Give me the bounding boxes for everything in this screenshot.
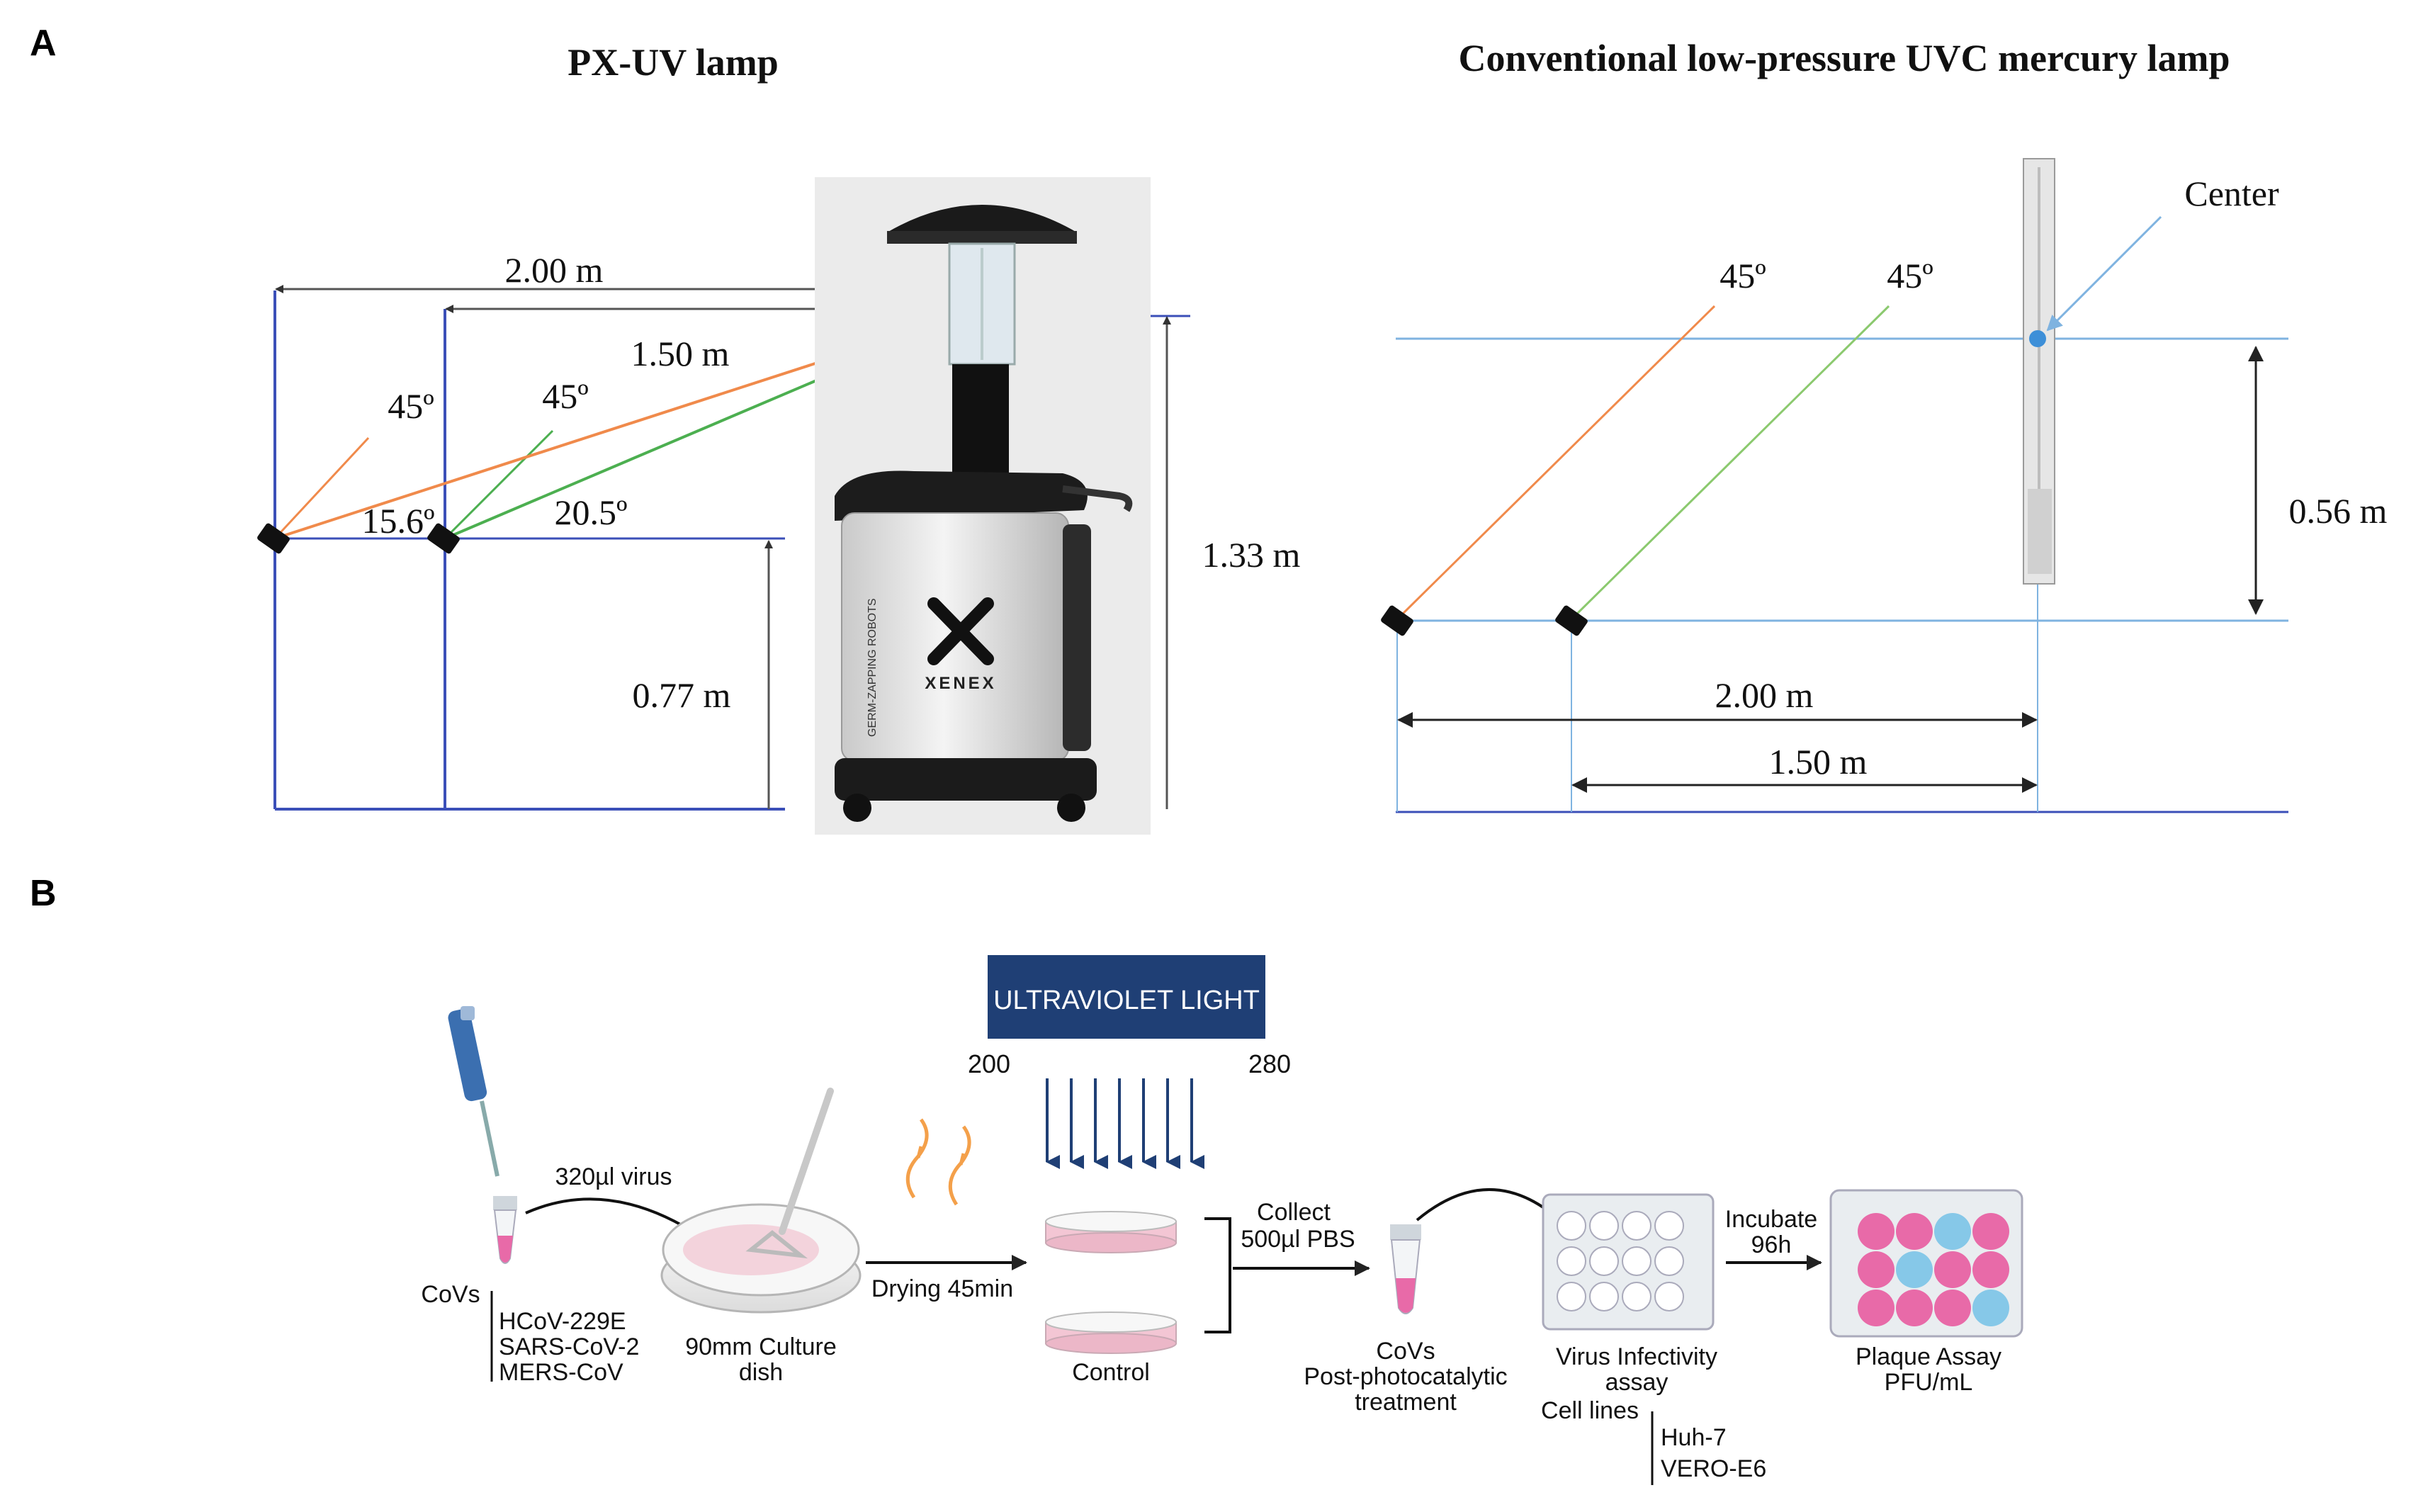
uv-light-box — [988, 955, 1265, 1039]
dish-label-2: dish — [739, 1359, 783, 1386]
post-label-1: CoVs — [1376, 1338, 1435, 1365]
mercury-height: 0.56 m — [2289, 491, 2388, 531]
incubate-label-1: Incubate — [1725, 1206, 1817, 1233]
px-angle-1: 45º — [388, 386, 434, 426]
cell-line-2: VERO-E6 — [1661, 1455, 1766, 1482]
virus-tube-icon — [493, 1196, 517, 1264]
drying-label: Drying 45min — [871, 1275, 1013, 1302]
panel-b-label: B — [30, 873, 57, 914]
uv-rays — [1046, 1078, 1204, 1169]
post-label-3: treatment — [1355, 1389, 1457, 1416]
center-label: Center — [2184, 174, 2279, 213]
infect-label-2: assay — [1605, 1369, 1668, 1396]
treated-dish-icon — [1045, 1211, 1177, 1253]
culture-dish-icon — [660, 1088, 862, 1314]
wavelength-max: 280 — [1248, 1049, 1291, 1078]
post-treatment-tube-icon — [1390, 1224, 1421, 1314]
mercury-title: Conventional low-pressure UVC mercury la… — [1459, 37, 2230, 79]
virus-volume-label: 320µl virus — [555, 1163, 672, 1190]
covs-label: CoVs — [421, 1281, 480, 1308]
px-angle-2: 45º — [542, 376, 589, 416]
control-label: Control — [1072, 1359, 1150, 1386]
incubate-label-2: 96h — [1751, 1231, 1792, 1258]
px-dist-far: 2.00 m — [505, 250, 604, 290]
px-dist-near: 1.50 m — [631, 334, 730, 373]
heat-waves-icon — [905, 1118, 971, 1206]
cell-line-1: Huh-7 — [1661, 1424, 1727, 1451]
plaque-plate-icon — [1829, 1189, 2023, 1338]
infect-label-1: Virus Infectivity — [1556, 1343, 1717, 1370]
xenex-robot-image: XENEX GERM-ZAPPING ROBOTS — [815, 177, 1151, 835]
plaque-label-2: PFU/mL — [1885, 1369, 1973, 1396]
px-uv-title: PX-UV lamp — [568, 41, 779, 84]
panel-a-label: A — [30, 23, 57, 64]
plaque-label-1: Plaque Assay — [1856, 1343, 2001, 1370]
post-label-2: Post-photocatalytic — [1304, 1363, 1507, 1390]
pipette-icon — [448, 1006, 499, 1177]
mercury-dist-far: 2.00 m — [1715, 675, 1814, 715]
mercury-angle-2: 45º — [1887, 256, 1933, 295]
px-angle-4: 20.5º — [554, 492, 627, 532]
collect-label-1: Collect — [1257, 1199, 1331, 1226]
infectivity-plate-icon — [1542, 1193, 1715, 1331]
px-angle-3: 15.6º — [361, 501, 434, 541]
collect-label-2: 500µl PBS — [1241, 1226, 1355, 1253]
px-lamp-height: 1.33 m — [1202, 535, 1301, 575]
arrow-to-dish — [525, 1197, 703, 1239]
strain-1: HCoV-229E — [499, 1308, 626, 1335]
wavelength-min: 200 — [968, 1049, 1010, 1078]
robot-brand: XENEX — [925, 674, 996, 693]
control-dish-icon — [1045, 1311, 1177, 1354]
px-sample-height: 0.77 m — [633, 675, 731, 715]
mercury-geometry — [1381, 158, 2288, 813]
strain-3: MERS-CoV — [499, 1359, 623, 1386]
robot-side-text: GERM-ZAPPING ROBOTS — [866, 598, 879, 737]
strain-2: SARS-CoV-2 — [499, 1333, 639, 1360]
cell-lines-label: Cell lines — [1541, 1397, 1639, 1424]
collect-bracket — [1204, 1217, 1231, 1333]
dish-label-1: 90mm Culture — [685, 1333, 837, 1360]
uv-light-label: ULTRAVIOLET LIGHT — [993, 986, 1260, 1015]
mercury-dist-near: 1.50 m — [1769, 742, 1868, 782]
mercury-angle-1: 45º — [1720, 256, 1766, 295]
